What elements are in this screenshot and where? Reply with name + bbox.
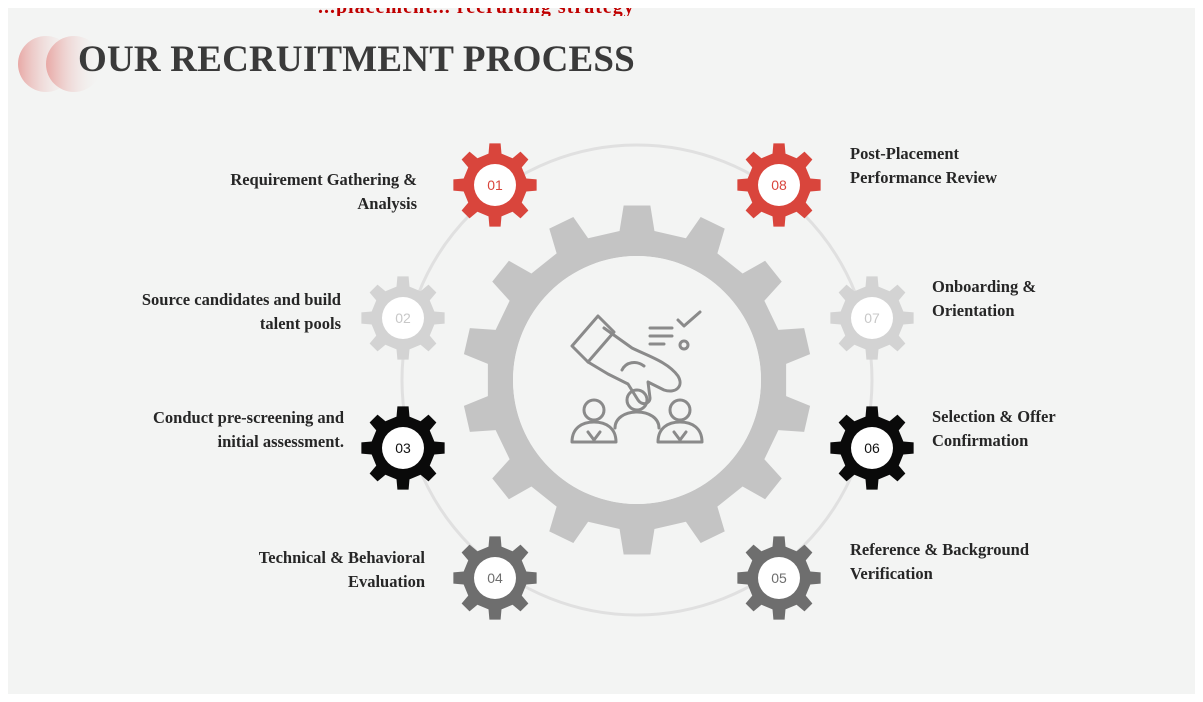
step-number-08: 08 xyxy=(771,177,787,193)
gear-icon-step-02: 02 xyxy=(361,276,445,360)
page-title: OUR RECRUITMENT PROCESS xyxy=(78,39,635,80)
gear-icon-step-05: 05 xyxy=(737,536,821,620)
step-number-06: 06 xyxy=(864,440,880,456)
gear-icon-step-07: 07 xyxy=(830,276,914,360)
orbit-ring xyxy=(400,143,874,617)
top-banner: ...placement... recruiting strategy xyxy=(8,8,1195,16)
step-number-02: 02 xyxy=(395,310,411,326)
gear-icon-step-06: 06 xyxy=(830,406,914,490)
gear-icon-step-01: 01 xyxy=(453,143,537,227)
gear-icon-step-04: 04 xyxy=(453,536,537,620)
gear-icon-step-03: 03 xyxy=(361,406,445,490)
step-01-label: Requirement Gathering &Analysis xyxy=(230,170,417,213)
step-number-04: 04 xyxy=(487,570,503,586)
step-number-05: 05 xyxy=(771,570,787,586)
hand-selecting-candidate-icon xyxy=(570,310,704,444)
center-gear xyxy=(463,205,811,555)
banner-text: ...placement... recruiting strategy xyxy=(318,8,635,16)
title-decoration-circles xyxy=(18,36,102,92)
step-number-03: 03 xyxy=(395,440,411,456)
step-number-07: 07 xyxy=(864,310,880,326)
step-07-label: Onboarding &Orientation xyxy=(932,277,1037,320)
step-number-01: 01 xyxy=(487,177,503,193)
gear-icon-step-08: 08 xyxy=(737,143,821,227)
